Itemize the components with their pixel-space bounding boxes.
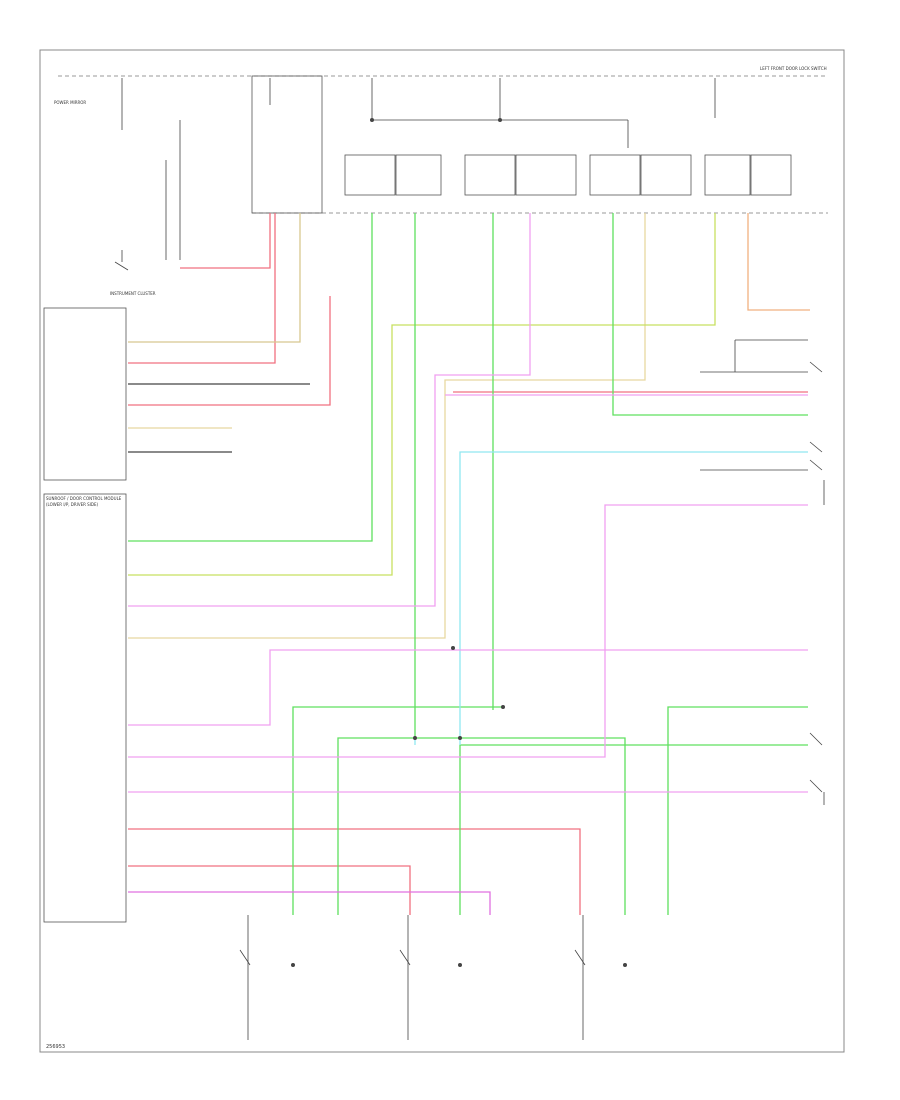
wire-group [128,213,810,915]
controller-box [43,493,127,923]
left-switches [114,120,181,271]
diagram-frame [39,49,845,1053]
bottom-switches [239,915,627,1040]
relay-group [344,154,792,196]
fuse-group [121,78,716,148]
right-switches [700,339,825,805]
splice-dots [370,118,505,740]
junction-block [251,75,323,214]
controller-sub-label: (LOWER I/P, DRIVER SIDE) [46,502,98,507]
figure-id: 256953 [46,1044,65,1050]
top-right-label: LEFT FRONT DOOR LOCK SWITCH [760,66,827,71]
controller-label: SUNROOF / DOOR CONTROL MODULE [46,496,122,501]
power-mirror-label: POWER MIRROR [54,100,86,105]
left-module-label: INSTRUMENT CLUSTER [110,291,156,296]
left-module-box [43,307,127,481]
